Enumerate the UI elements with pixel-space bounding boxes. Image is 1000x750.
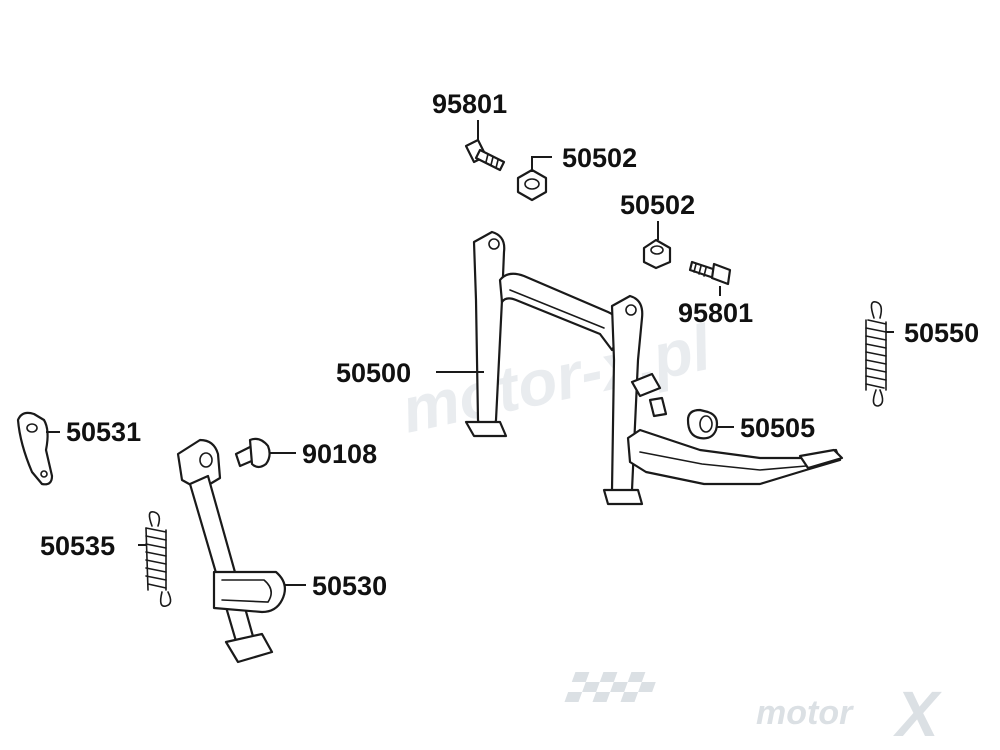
label-spring-main: 50550 (904, 318, 979, 348)
stopper-part (686, 408, 719, 440)
watermark-center: motor-x.pl (396, 311, 718, 447)
side-spring-part (145, 510, 172, 608)
label-bolt-right: 95801 (678, 298, 753, 328)
bolt-top-part (464, 138, 506, 172)
spring-main-part (865, 301, 887, 407)
label-stopper: 50505 (740, 413, 815, 443)
label-nut-top: 50502 (562, 143, 637, 173)
bolt-right-part (688, 260, 732, 286)
label-side-pin: 90108 (302, 439, 377, 469)
label-side-stand: 50530 (312, 571, 387, 601)
label-main-stand: 50500 (336, 358, 411, 388)
checkered-flag-icon (564, 672, 656, 702)
side-pin-part (234, 437, 271, 469)
label-nut-right: 50502 (620, 190, 695, 220)
logo-letter: X (893, 678, 942, 750)
main-stand-part (464, 230, 844, 506)
label-bolt-top: 95801 (432, 89, 507, 119)
label-side-spring: 50535 (40, 531, 115, 561)
label-side-plate: 50531 (66, 417, 141, 447)
leader-nut-top (531, 156, 552, 172)
side-plate-part (16, 411, 54, 486)
side-stand-part (176, 438, 287, 664)
nut-top-part (516, 168, 548, 202)
nut-right-part (642, 238, 672, 270)
logo-text: motor (756, 694, 854, 732)
motorx-logo: motor X (564, 672, 942, 750)
